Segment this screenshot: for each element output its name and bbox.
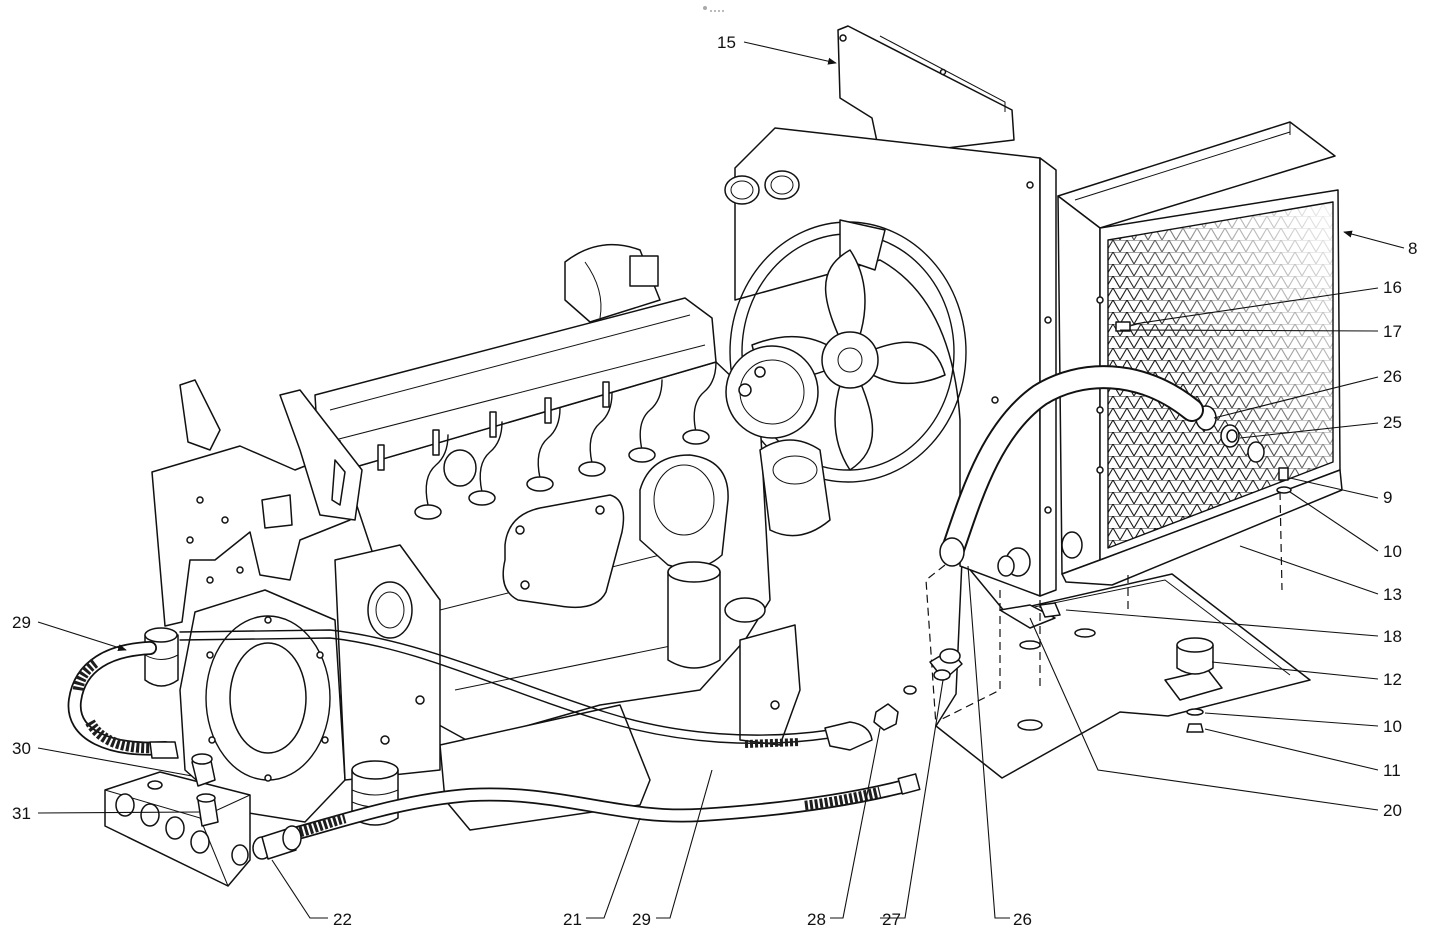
callout-17: 17 [1119, 322, 1402, 341]
mount-bolt [1276, 467, 1292, 494]
engine [314, 243, 831, 831]
alternator [725, 345, 819, 439]
callout-10-lower: 10 [1204, 712, 1402, 736]
callout-9: 9 [1289, 477, 1392, 507]
callout-label-12: 12 [1383, 670, 1402, 689]
callout-label-15: 15 [717, 33, 736, 52]
radiator-outlet [1061, 531, 1083, 559]
radiator-tray [925, 491, 1311, 779]
callout-label-17: 17 [1383, 322, 1402, 341]
callout-8: 8 [1343, 230, 1417, 258]
callout-label-26: 26 [1383, 367, 1402, 386]
oil-filter [667, 561, 721, 669]
callouts: 15 8 16 17 26 25 9 10 [12, 33, 1417, 929]
callout-28: 28 [807, 727, 881, 929]
callout-29-bottom: 29 [632, 769, 713, 929]
callout-15: 15 [717, 33, 837, 65]
nut-28 [873, 685, 917, 731]
air-compressor [724, 439, 831, 623]
callout-22: 22 [271, 859, 352, 929]
callout-18: 18 [1065, 609, 1402, 646]
injectors [414, 361, 717, 520]
callout-label-27: 27 [882, 910, 901, 929]
corner-mark [703, 6, 724, 12]
fitting-26 [997, 547, 1031, 577]
fitting-31 [196, 793, 219, 827]
callout-27: 27 [880, 679, 944, 929]
callout-label-10: 10 [1383, 542, 1402, 561]
callout-10: 10 [1289, 491, 1402, 561]
callout-20: 20 [1029, 617, 1402, 820]
turbocharger [639, 454, 729, 570]
callout-label-9: 9 [1383, 488, 1392, 507]
hose-21 [283, 773, 921, 842]
radiator-hose [939, 365, 1204, 567]
front-bracket [151, 379, 363, 627]
callout-label-28: 28 [807, 910, 826, 929]
fitting-30 [149, 741, 216, 787]
callout-21: 21 [563, 817, 641, 929]
callout-25: 25 [1239, 413, 1402, 439]
callout-label-26-bottom: 26 [1013, 910, 1032, 929]
callout-label-13: 13 [1383, 585, 1402, 604]
radiator [1057, 121, 1343, 586]
manifold-block [104, 771, 251, 887]
callout-label-11: 11 [1383, 761, 1401, 780]
fitting-27 [929, 648, 963, 681]
callout-label-21: 21 [563, 910, 582, 929]
hose-elbow-fitting [824, 721, 873, 751]
cover-studs [377, 381, 610, 471]
radiator-fittings [1195, 405, 1265, 463]
callout-label-18: 18 [1383, 627, 1402, 646]
callout-label-10-lower: 10 [1383, 717, 1402, 736]
callout-26-bottom: 26 [967, 565, 1032, 929]
callout-31: 31 [12, 804, 201, 823]
callout-30: 30 [12, 739, 193, 777]
flywheel-housing [179, 544, 441, 823]
exhaust-manifold [502, 494, 625, 609]
engine-mount-left [144, 627, 179, 687]
callout-label-25: 25 [1383, 413, 1402, 432]
callout-label-8: 8 [1408, 239, 1417, 258]
callout-label-16: 16 [1383, 278, 1402, 297]
engine-mount-bracket [739, 624, 801, 746]
callout-16: 16 [1133, 278, 1402, 325]
callout-label-31: 31 [12, 804, 31, 823]
callout-13: 13 [1239, 545, 1402, 604]
callout-label-20: 20 [1383, 801, 1402, 820]
fitting-22 [252, 825, 302, 860]
callout-29-left: 29 [12, 613, 127, 651]
callout-label-29-bottom: 29 [632, 910, 651, 929]
callout-26: 26 [1213, 367, 1402, 419]
callout-12: 12 [1211, 661, 1402, 689]
callout-label-22: 22 [333, 910, 352, 929]
hose-29 [67, 629, 873, 756]
callout-11: 11 [1204, 728, 1401, 780]
fuel-filter [443, 449, 477, 487]
callout-label-29-left: 29 [12, 613, 31, 632]
callout-label-30: 30 [12, 739, 31, 758]
rubber-mount [1164, 637, 1223, 733]
